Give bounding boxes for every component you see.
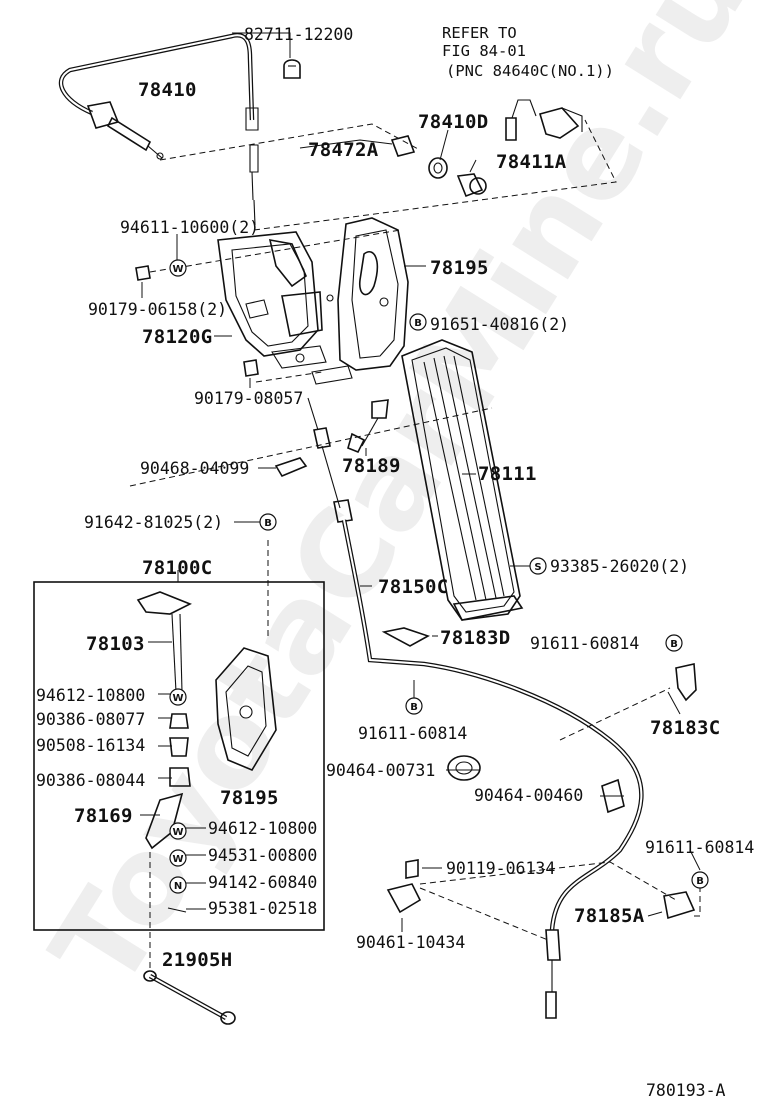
label-90119-06134: 90119-06134 xyxy=(446,859,555,878)
bracket-78472a-drawing xyxy=(390,135,416,157)
clip-90461-drawing xyxy=(386,883,422,914)
label-78411a: 78411A xyxy=(496,151,567,173)
clip-78183d-drawing xyxy=(381,627,430,647)
label-78120g: 78120G xyxy=(142,326,212,348)
label-94142-60840: 94142-60840 xyxy=(208,873,317,892)
label-78195-lower: 78195 xyxy=(220,787,279,809)
svg-text:W: W xyxy=(172,693,183,704)
label-82711-12200: 82711-12200 xyxy=(244,25,353,44)
label-90386-08044: 90386-08044 xyxy=(36,771,145,790)
accelerator-pedal-78111-drawing xyxy=(401,339,524,621)
label-94612-10800-a: 94612-10800 xyxy=(36,686,145,705)
clip-78183c-drawing xyxy=(675,663,697,702)
label-90461-10434: 90461-10434 xyxy=(356,933,465,952)
badges: W B B S B B W W W N B xyxy=(169,259,709,894)
label-78410: 78410 xyxy=(138,79,197,101)
clamp-90464-00731-drawing xyxy=(447,755,481,781)
label-91611-60814-c: 91611-60814 xyxy=(645,838,754,857)
label-78195-upper: 78195 xyxy=(430,257,489,279)
svg-text:W: W xyxy=(172,264,183,275)
badge-n: N xyxy=(169,876,187,894)
reference-note-line-3: (PNC 84640C(NO.1)) xyxy=(446,62,614,80)
label-91611-60814-a: 91611-60814 xyxy=(530,634,639,653)
label-90508-16134: 90508-16134 xyxy=(36,736,145,755)
label-91611-60814-b: 91611-60814 xyxy=(358,724,467,743)
label-78111: 78111 xyxy=(478,463,537,485)
nut-90179-06158-drawing xyxy=(135,265,151,281)
nut-78410d-drawing xyxy=(428,157,448,179)
pin-95381-drawing xyxy=(167,907,187,913)
nut-90179-08057-drawing xyxy=(243,359,259,377)
label-94531-00800: 94531-00800 xyxy=(208,846,317,865)
label-90179-08057: 90179-08057 xyxy=(194,389,303,408)
svg-text:B: B xyxy=(264,518,272,529)
cable-78410-drawing xyxy=(58,33,259,226)
badge-s: S xyxy=(529,557,547,575)
svg-text:S: S xyxy=(534,562,541,573)
svg-text:N: N xyxy=(174,881,182,892)
badge-b: B xyxy=(405,697,423,715)
lever-78103-drawing xyxy=(136,591,192,693)
label-91651-40816: 91651-40816(2) xyxy=(430,315,569,334)
label-78150c: 78150C xyxy=(378,576,448,598)
label-78183d: 78183D xyxy=(440,627,510,649)
label-78100c: 78100C xyxy=(142,557,212,579)
clip-90468-drawing xyxy=(274,457,308,478)
label-90179-06158: 90179-06158(2) xyxy=(88,300,227,319)
label-93385-26020: 93385-26020(2) xyxy=(550,557,689,576)
label-90386-08077: 90386-08077 xyxy=(36,710,145,729)
rod-21905h-drawing xyxy=(143,970,236,1025)
label-78169: 78169 xyxy=(74,805,133,827)
washer-stack-drawing xyxy=(169,713,191,787)
badge-w: W xyxy=(169,688,187,706)
reference-note-line-2: FIG 84-01 xyxy=(442,42,526,60)
badge-b: B xyxy=(409,313,427,331)
badge-b: B xyxy=(259,513,277,531)
figure-id: 780193-A xyxy=(646,1081,726,1100)
svg-text:B: B xyxy=(410,702,418,713)
label-78183c: 78183C xyxy=(650,717,720,739)
label-91642-81025: 91642-81025(2) xyxy=(84,513,223,532)
assembly-78100c-frame xyxy=(33,581,325,931)
svg-text:B: B xyxy=(414,318,422,329)
badge-b: B xyxy=(665,634,683,652)
label-78410d: 78410D xyxy=(418,111,488,133)
svg-text:W: W xyxy=(172,827,183,838)
label-78189: 78189 xyxy=(342,455,401,477)
reference-note: REFER TO FIG 84-01 (PNC 84640C(NO.1)) xyxy=(442,24,614,80)
knob-78411a-drawing xyxy=(456,173,487,198)
pedal-bracket-drawing xyxy=(217,217,409,385)
bracket-78195-lower-drawing xyxy=(215,647,277,772)
bolt-90119-drawing xyxy=(405,859,419,879)
clip-82711-drawing xyxy=(283,59,301,79)
svg-text:B: B xyxy=(670,639,678,650)
switch-84640c-drawing xyxy=(505,99,583,141)
badge-b: B xyxy=(691,871,709,889)
badge-w: W xyxy=(169,259,187,277)
label-78472a: 78472A xyxy=(308,139,379,161)
cable-78150c-drawing xyxy=(307,397,644,1019)
svg-text:W: W xyxy=(172,854,183,865)
reference-note-line-1: REFER TO xyxy=(442,24,517,42)
label-21905h: 21905H xyxy=(162,949,232,971)
badge-w: W xyxy=(169,822,187,840)
arm-78169-drawing xyxy=(145,792,184,850)
leader-lines xyxy=(140,32,701,932)
label-90468-04099: 90468-04099 xyxy=(140,459,249,478)
label-94612-10800-b: 94612-10800 xyxy=(208,819,317,838)
label-95381-02518: 95381-02518 xyxy=(208,899,317,918)
label-90464-00731: 90464-00731 xyxy=(326,761,435,780)
watermark: ToyotaCarMine.ru xyxy=(26,0,760,1012)
label-78185a: 78185A xyxy=(574,905,645,927)
clamp-90464-00460-drawing xyxy=(601,778,625,814)
label-94611-10600: 94611-10600(2) xyxy=(120,218,259,237)
svg-text:B: B xyxy=(696,876,704,887)
bolt-78189-drawing xyxy=(347,399,389,454)
label-78103: 78103 xyxy=(86,633,145,655)
badge-w: W xyxy=(169,849,187,867)
bracket-78185a-drawing xyxy=(663,891,696,920)
label-90464-00460: 90464-00460 xyxy=(474,786,583,805)
